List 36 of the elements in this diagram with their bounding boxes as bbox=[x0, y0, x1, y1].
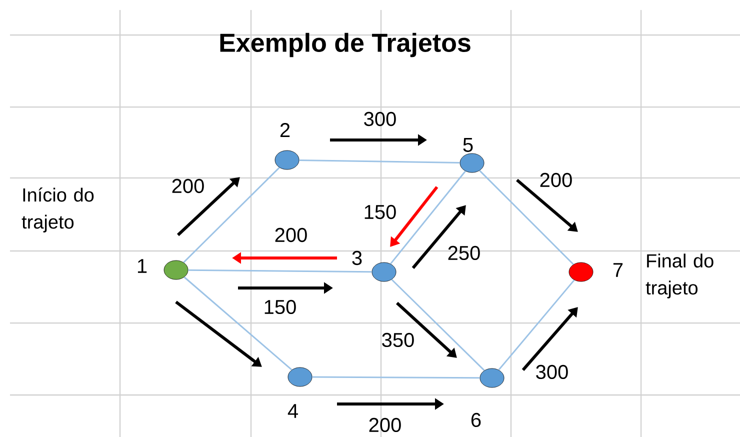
connector-line bbox=[479, 170, 574, 265]
node-circle bbox=[288, 367, 312, 387]
weight-label: 300 bbox=[536, 364, 568, 380]
side-note: Início do trajeto bbox=[22, 188, 94, 232]
node-circle bbox=[480, 368, 504, 388]
node-number: 2 bbox=[280, 123, 290, 137]
node-circle bbox=[568, 262, 594, 282]
node-circle bbox=[164, 260, 188, 280]
connector-line bbox=[391, 278, 485, 371]
node-number: 5 bbox=[463, 138, 473, 152]
weight-label: 200 bbox=[275, 228, 307, 242]
weight-label: 350 bbox=[382, 332, 414, 348]
weight-label: 300 bbox=[364, 112, 396, 126]
connector-line bbox=[498, 280, 575, 370]
weight-label: 250 bbox=[448, 246, 480, 260]
node-number: 1 bbox=[138, 259, 147, 273]
node-circle bbox=[372, 262, 396, 282]
connector-line bbox=[184, 276, 292, 370]
node-number: 6 bbox=[471, 412, 481, 428]
weight-label: 200 bbox=[540, 172, 572, 188]
title: Exemplo de Trajetos bbox=[220, 32, 470, 58]
side-note: Final do trajeto bbox=[646, 254, 714, 298]
weight-label: 200 bbox=[172, 178, 204, 194]
node-number: 4 bbox=[288, 404, 298, 418]
weight-label: 150 bbox=[364, 204, 396, 220]
connector-line bbox=[299, 159, 460, 164]
connector-line bbox=[183, 167, 280, 263]
weight-label: 200 bbox=[369, 418, 401, 432]
node-number: 7 bbox=[613, 263, 623, 277]
connector-line bbox=[188, 269, 372, 273]
node-number: 3 bbox=[352, 250, 362, 266]
node-circle bbox=[274, 150, 300, 170]
connector-line bbox=[312, 376, 480, 379]
node-circle bbox=[460, 153, 484, 173]
weight-label: 150 bbox=[264, 300, 296, 314]
connector-line bbox=[390, 170, 466, 264]
